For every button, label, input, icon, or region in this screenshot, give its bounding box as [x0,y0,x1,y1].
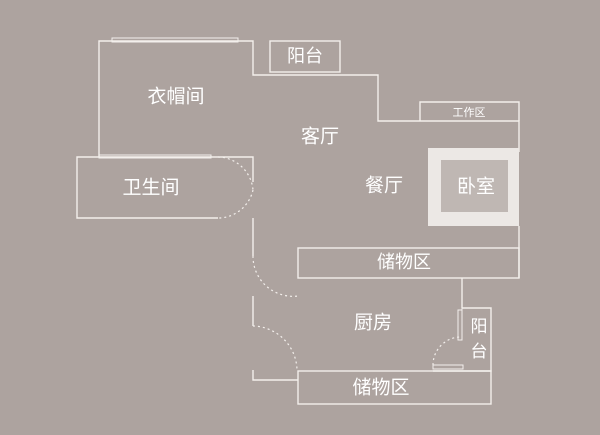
living-door [252,255,299,297]
upper-wall [252,72,420,122]
storage-mid: 储物区 [297,247,520,279]
cloakroom-label: 衣帽间 [147,86,204,108]
balcony-top-label: 阳台 [287,46,323,67]
storage-bottom: 储物区 [297,370,492,405]
balcony-right-door [432,336,463,366]
bathroom-door-lower [217,189,254,219]
kitchen-left-wall-lower [252,370,298,381]
storage-bottom-label: 储物区 [352,377,409,399]
bedroom-room [441,160,508,212]
work-area: 工作区 [419,101,520,121]
dining-room-label: 餐厅 [365,175,403,197]
work-area-label: 工作区 [453,106,486,119]
balcony-right: 阳 台 [432,307,492,372]
kitchen: 厨房 [354,278,463,334]
kitchen-label: 厨房 [354,312,392,334]
cloakroom: 衣帽间 [98,37,254,157]
balcony-top: 阳台 [269,40,341,73]
storage-mid-label: 储物区 [377,252,431,273]
bathroom: 卫生间 [76,154,254,219]
cloakroom-window [111,37,239,43]
bathroom-top-strip [98,154,212,159]
balcony-right-window [457,309,463,341]
bedroom-label: 卧室 [457,176,495,198]
bathroom-label: 卫生间 [122,177,179,199]
living-room-label: 客厅 [301,126,339,148]
balcony-right-label-1: 阳 [471,317,488,337]
kitchen-door [252,325,298,371]
balcony-right-sill [432,364,464,370]
bedroom: 卧室 [428,148,519,226]
bathroom-door-upper [217,156,254,191]
living-right-wall [420,120,520,152]
balcony-right-label-2: 台 [471,342,488,362]
